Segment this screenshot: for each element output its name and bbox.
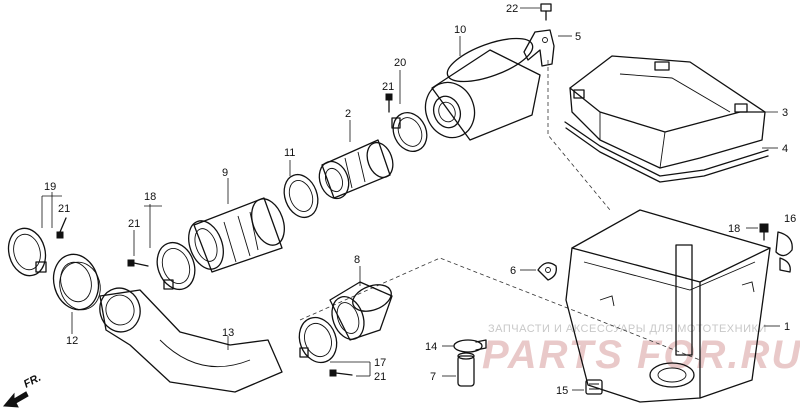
callout-18-b: 18	[728, 223, 740, 235]
callout-6: 6	[510, 265, 516, 277]
part-grommet-15	[585, 379, 603, 395]
callout-7: 7	[430, 371, 436, 383]
part-band-clamp-19	[7, 227, 47, 277]
watermark-caption: ЗАПЧАСТИ И АКСЕССУАРЫ ДЛЯ МОТОТЕХНИКИ	[488, 323, 767, 335]
callout-19: 19	[44, 181, 56, 193]
part-air-duct	[99, 287, 283, 393]
alignment-line-upper	[547, 60, 611, 211]
front-arrow-icon	[2, 391, 29, 408]
part-band-clamp-18	[156, 241, 196, 291]
part-screw-22	[540, 3, 552, 21]
part-clip-16	[775, 231, 793, 273]
callout-17: 17	[374, 357, 386, 369]
alignment-line-lower	[299, 257, 701, 361]
part-screw-21-c	[127, 259, 149, 267]
callout-18: 18	[144, 191, 156, 203]
part-band-clamp-20	[391, 112, 428, 152]
front-direction-label: FR.	[22, 372, 43, 391]
part-air-cleaner-cover	[569, 55, 766, 169]
callout-12: 12	[66, 335, 78, 347]
part-screw-21-b	[329, 369, 353, 377]
part-bracket	[523, 29, 555, 67]
callout-16: 16	[784, 213, 796, 225]
callout-21-b: 21	[374, 371, 386, 383]
leader-lines	[41, 7, 780, 391]
part-band-clamp-17	[298, 316, 338, 364]
part-tube-joint	[318, 139, 394, 200]
part-connecting-tube	[188, 197, 285, 273]
callout-8: 8	[354, 254, 360, 266]
callout-21-a: 21	[382, 81, 394, 93]
callout-15: 15	[556, 385, 568, 397]
part-screw-21-d	[56, 217, 67, 239]
callout-5: 5	[575, 31, 581, 43]
watermark-logo: PARTS FOR.RU	[482, 333, 800, 377]
callout-13: 13	[222, 327, 234, 339]
part-clip-6	[537, 262, 557, 281]
front-direction-indicator: FR.	[2, 372, 43, 408]
callout-10: 10	[454, 24, 466, 36]
callout-9: 9	[222, 167, 228, 179]
callout-21-c: 21	[128, 218, 140, 230]
part-drain-cap-7	[457, 352, 475, 387]
callout-21-d: 21	[58, 203, 70, 215]
callout-11: 11	[284, 147, 295, 159]
part-air-filter-element	[424, 37, 541, 141]
part-screw-18-small	[759, 223, 769, 241]
callout-20: 20	[394, 57, 406, 69]
callout-labels: 22 5 10 3 4 20 21 2 11 9 18 21 19 21 8 1…	[44, 3, 796, 397]
callout-3: 3	[782, 107, 788, 119]
part-cover-seal	[564, 121, 769, 183]
part-screw-21-a	[385, 93, 393, 113]
callout-2: 2	[345, 108, 351, 120]
part-air-cleaner-case	[565, 209, 771, 403]
part-band-11	[283, 173, 319, 219]
callout-1: 1	[784, 321, 790, 333]
part-intake-funnel	[329, 281, 393, 341]
callout-4: 4	[782, 143, 788, 155]
part-joint-rubber	[52, 253, 101, 311]
callout-22: 22	[506, 3, 518, 15]
callout-14: 14	[425, 341, 437, 353]
